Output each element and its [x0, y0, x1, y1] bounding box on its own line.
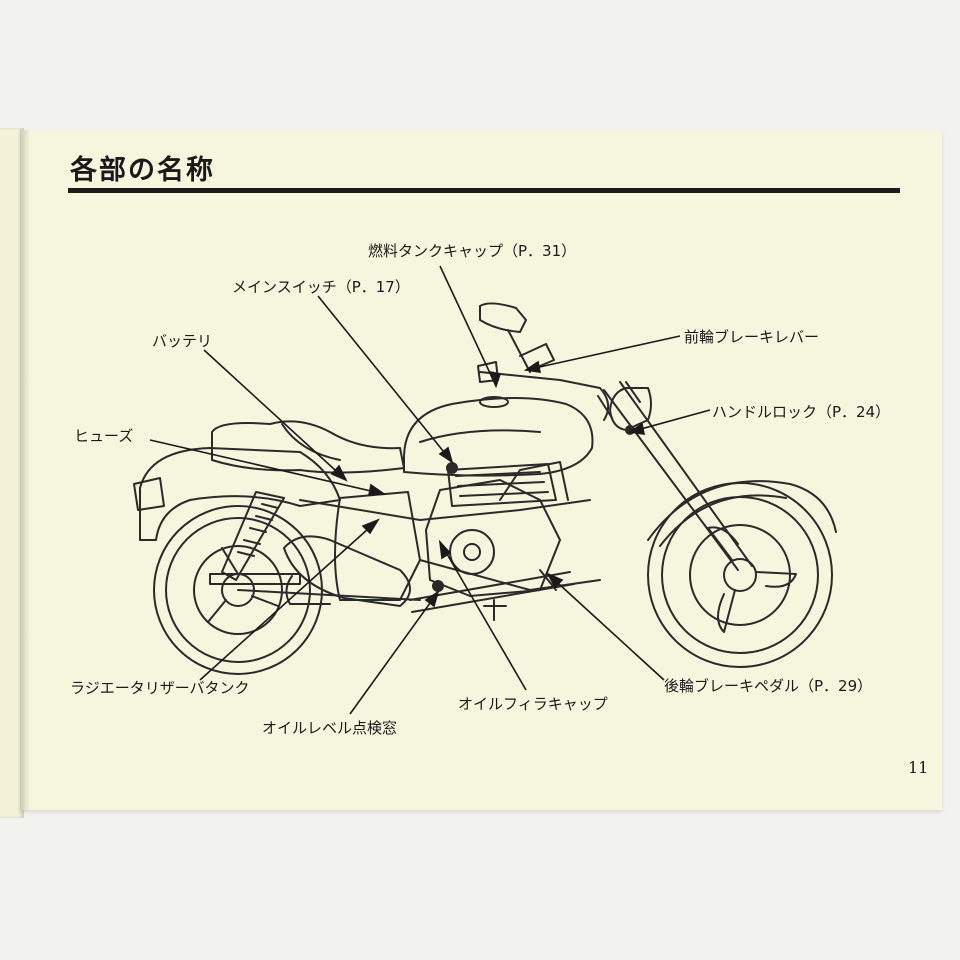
leader-main-switch: [317, 295, 453, 463]
callout-oil-filler-cap: オイルフィラキャップ: [458, 695, 608, 713]
fuel-tank: [403, 397, 594, 477]
side-cover: [334, 491, 421, 601]
callout-front-brake-lever: 前輪ブレーキレバー: [684, 328, 820, 346]
exhaust: [283, 535, 411, 607]
leader-battery: [203, 349, 347, 481]
leader-rear-brake-pedal: [547, 573, 665, 681]
callout-fuse: ヒューズ: [74, 427, 134, 445]
front-fork: [603, 381, 753, 571]
binding-gutter-shadow: [20, 130, 30, 810]
page-heading: 各部の名称: [70, 155, 215, 186]
leader-fuel-tank-cap: [439, 265, 497, 387]
swingarm: [209, 573, 301, 585]
rear-fender: [139, 447, 341, 541]
callout-rear-brake-pedal: 後輪ブレーキペダル（P．29）: [664, 677, 873, 695]
front-fender: [647, 480, 837, 541]
callout-oil-level-window: オイルレベル点検窓: [262, 719, 398, 737]
heading-rule: [68, 188, 900, 193]
callout-radiator-reserve-tank: ラジエータリザーバタンク: [70, 679, 250, 697]
page-number: 11: [908, 758, 929, 777]
engine: [425, 479, 561, 597]
leader-radiator-tank: [199, 519, 379, 681]
callout-fuel-tank-cap: 燃料タンクキャップ（P．31）: [368, 242, 577, 260]
manual-page: [20, 130, 942, 810]
seat: [211, 420, 405, 474]
leader-fuse: [149, 439, 385, 495]
mirror: [479, 302, 527, 333]
leader-front-brake-lever: [525, 335, 681, 371]
callout-handle-lock: ハンドルロック（P．24）: [712, 403, 891, 421]
leader-oil-level: [349, 591, 439, 715]
leader-oil-filler: [439, 541, 527, 691]
callout-battery: バッテリ: [152, 332, 213, 350]
headlight: [609, 387, 652, 431]
rear-shock: [221, 491, 285, 581]
callout-main-switch: メインスイッチ（P．17）: [232, 278, 410, 296]
